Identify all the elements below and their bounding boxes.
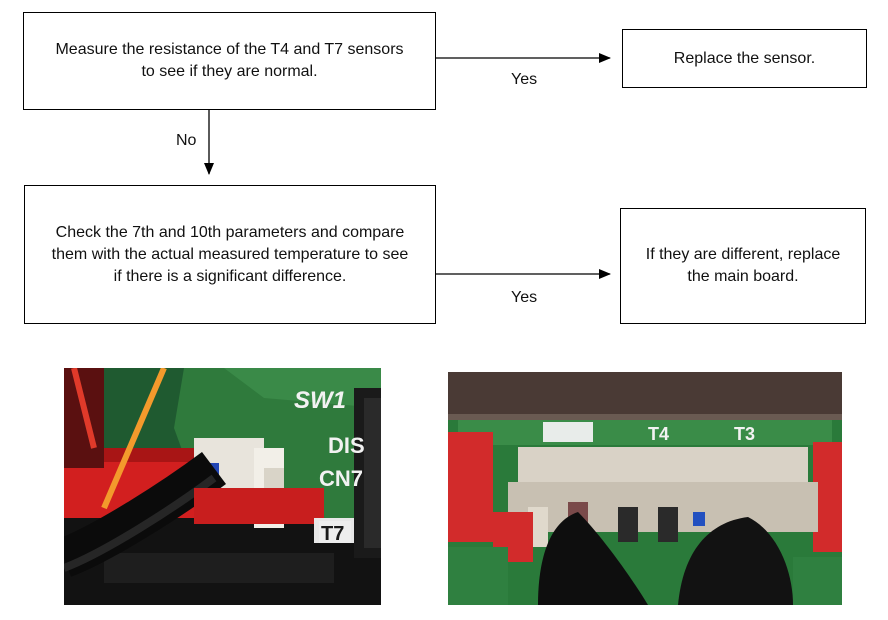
yes-label-1: Yes: [511, 71, 538, 88]
silkscreen-dis: DIS: [328, 433, 365, 458]
step-check-parameters: Check the 7th and 10th parameters and co…: [24, 185, 436, 324]
yes-label-2: Yes: [511, 289, 538, 306]
silkscreen-cn7: CN7: [319, 466, 363, 491]
result-replace-sensor-text: Replace the sensor.: [673, 49, 816, 67]
result-replace-main-board-text: If they are different, replace the main …: [645, 246, 841, 285]
photo-t4-connector: T4 T3: [448, 372, 842, 605]
silkscreen-t3: T3: [734, 424, 755, 444]
step-measure-resistance-text: Measure the resistance of the T4 and T7 …: [55, 41, 404, 80]
step-measure-resistance: Measure the resistance of the T4 and T7 …: [23, 12, 436, 110]
photo-t7-connector: SW1 DIS CN7 T7: [64, 368, 381, 605]
silkscreen-sw1: SW1: [294, 387, 346, 414]
result-replace-sensor: Replace the sensor.: [622, 29, 867, 88]
silkscreen-t7: T7: [321, 523, 344, 545]
step-check-parameters-text: Check the 7th and 10th parameters and co…: [51, 223, 409, 285]
result-replace-main-board: If they are different, replace the main …: [620, 208, 866, 324]
silkscreen-t4: T4: [648, 424, 669, 444]
no-label-1: No: [176, 132, 197, 149]
